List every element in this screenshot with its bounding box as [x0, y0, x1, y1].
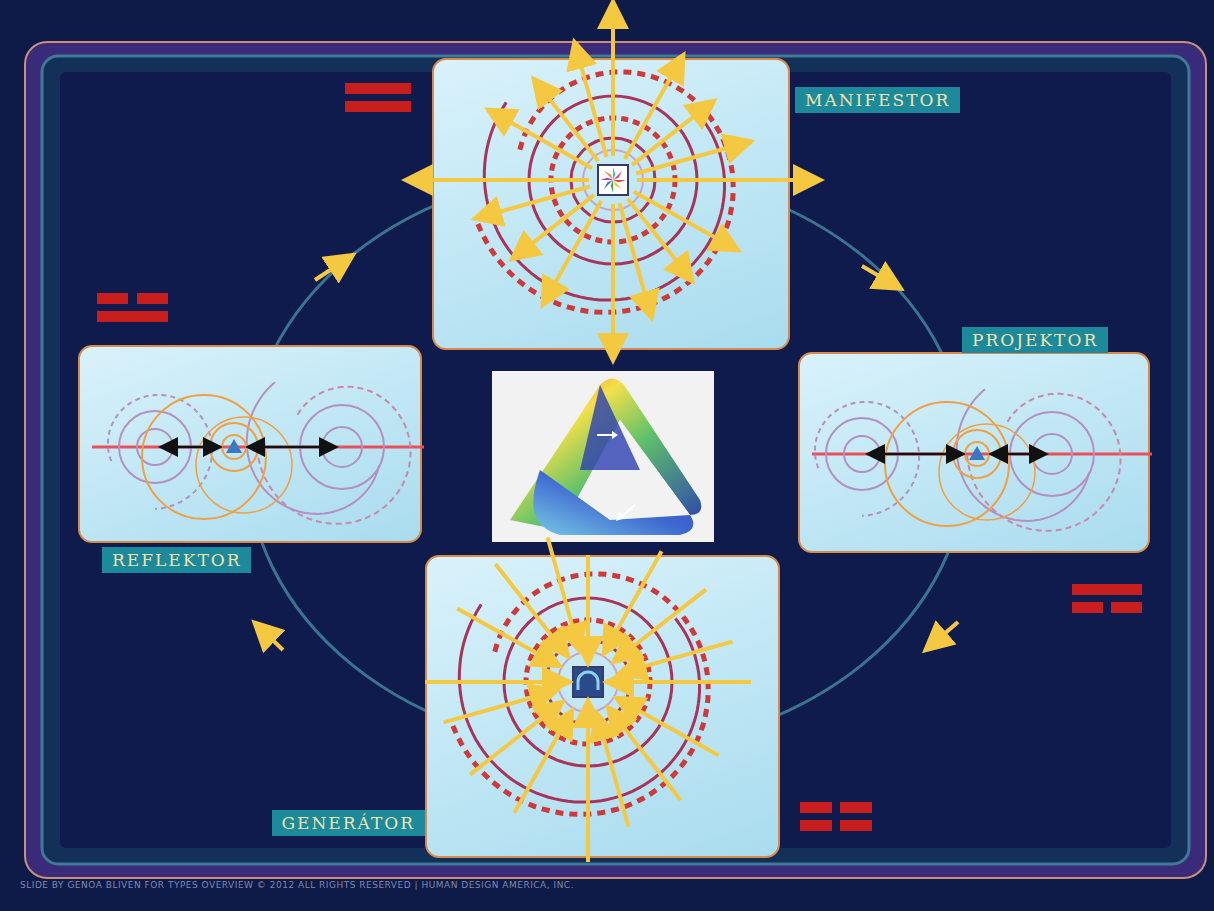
type-label: MANIFESTOR [795, 87, 960, 113]
outer-frame [25, 42, 1206, 878]
type-panel: GENERÁTOR [425, 555, 780, 858]
type-illustration [800, 354, 1152, 555]
type-label: GENERÁTOR [272, 810, 426, 836]
type-panel: REFLEKTOR [78, 345, 422, 543]
type-panel: MANIFESTOR [432, 58, 790, 350]
type-panel: PROJEKTOR [798, 352, 1150, 553]
type-label: REFLEKTOR [102, 547, 251, 573]
type-illustration [80, 347, 424, 545]
type-illustration [427, 557, 782, 860]
copyright-note: SLIDE BY GENOA BLIVEN FOR TYPES OVERVIEW… [20, 880, 574, 890]
type-label: PROJEKTOR [962, 327, 1108, 353]
mobius-picture [492, 371, 714, 542]
type-illustration [434, 60, 792, 352]
inner-frame [42, 56, 1189, 864]
